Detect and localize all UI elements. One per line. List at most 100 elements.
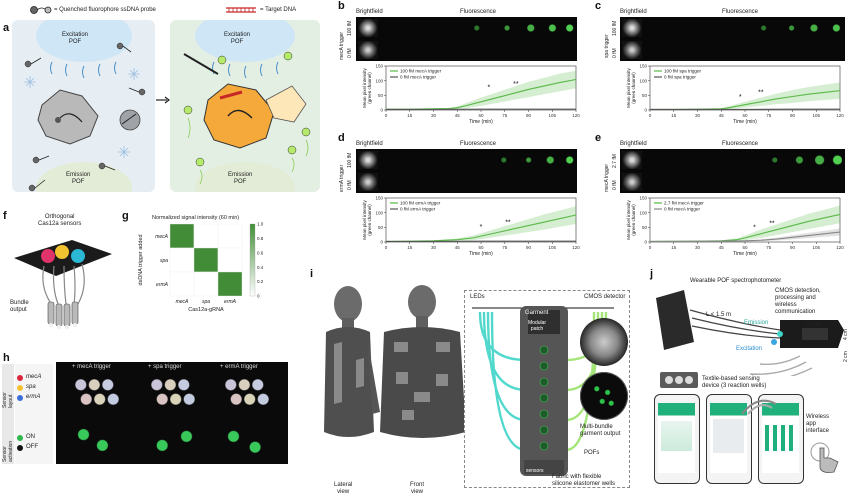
panel-h-side-layout: Sensor layout (2, 392, 14, 408)
x-tick-label: 60 (742, 113, 748, 118)
panel-j-title: Wearable POF spectrophotometer (690, 278, 782, 284)
heatmap-col-label: spa (202, 299, 210, 305)
heatmap-row-label: mecA (155, 234, 168, 240)
y-tick-label: 50 (378, 93, 384, 98)
panel-j-length-label: L < 1.5 m (706, 312, 731, 318)
panel-a-letter: a (3, 22, 10, 34)
panel-g-chart: Normalized signal intensity (60 min)mecA… (130, 212, 282, 342)
x-tick-label: 45 (455, 245, 461, 250)
legend-label: 2.7 fM mecA trigger (664, 201, 704, 206)
legend-label: 0 fM ermA trigger (400, 207, 436, 212)
panel-c-letter: c (595, 0, 602, 12)
x-tick-label: 105 (548, 113, 556, 118)
panel-h-col-2: + spa trigger (148, 364, 182, 370)
panel-a-left-bottom-pof: Emission POF (66, 172, 91, 185)
panel-i-lateral-label: Lateral view (334, 482, 353, 495)
legend-label: 100 fM ermA trigger (400, 201, 441, 206)
panel-i-bundle-image-2 (580, 372, 628, 420)
panel-j-emission-label: Emission (744, 320, 769, 326)
panel-h-side-bar (2, 364, 14, 464)
y-tick-label: 150 (639, 64, 647, 69)
x-tick-label: 30 (695, 245, 701, 250)
panel-i-sensors-label: sensors (526, 468, 544, 474)
colorbar-tick-label: 0.4 (257, 265, 264, 270)
x-tick-label: 105 (548, 245, 556, 250)
y-tick-label: 0 (644, 108, 647, 113)
panel-h-side-activation: Sensor activation (2, 440, 14, 462)
phone-1[interactable] (654, 394, 700, 484)
panel-j-dim-10cm: 10 cm (804, 322, 821, 328)
colorbar-tick-label: 0.6 (257, 250, 264, 255)
colorbar-tick-label: 1.0 (257, 222, 264, 227)
panel-c-brightfield-cell-2 (622, 41, 642, 59)
heatmap-cell (193, 247, 219, 273)
panel-c-fluor-spots (730, 21, 842, 35)
panel-c-fluorescence: Fluorescence (722, 9, 759, 15)
x-tick-label: 15 (671, 245, 677, 250)
panel-d-brightfield-cell (358, 151, 378, 169)
x-tick-label: 45 (719, 113, 725, 118)
x-tick-label: 15 (407, 245, 413, 250)
y-tick-label: 0 (644, 240, 647, 245)
legend-label: 100 fM spa trigger (664, 69, 701, 74)
colorbar (249, 223, 256, 297)
panel-i-bundle-image-1 (580, 318, 628, 366)
panel-j-dim-2cm: 2 cm (843, 351, 849, 362)
significance-marker: ** (769, 221, 775, 228)
significance-marker: ** (513, 81, 519, 88)
panel-h-col-1: + mecA trigger (72, 364, 111, 370)
x-tick-label: 75 (502, 113, 508, 118)
y-axis-label-line: (green channel) (367, 204, 372, 236)
panel-c-brightfield-cell (622, 19, 642, 37)
y-tick-label: 150 (375, 196, 383, 201)
panel-h-letter: h (3, 352, 10, 364)
x-axis-label: Time (min) (733, 119, 757, 124)
plot-frame (649, 197, 841, 243)
panel-a-arrow-icon (156, 96, 170, 104)
phone-3-bars (765, 425, 796, 451)
panel-d-brightfield-cell-2 (358, 173, 378, 191)
x-tick-label: 75 (766, 245, 772, 250)
panel-b-letter: b (338, 0, 345, 12)
panel-a-left-top-pof: Excitation POF (62, 32, 89, 45)
target-dna-icon (226, 7, 256, 13)
panel-d-fluor-spots (466, 153, 574, 167)
series-line (649, 231, 841, 242)
x-tick-label: 45 (455, 113, 461, 118)
legend-off: OFF (17, 444, 38, 451)
panel-b-fluorescence: Fluorescence (460, 9, 497, 15)
panel-f-illustration (14, 240, 112, 329)
y-axis-label: Mean pixel intensity(green channel) (626, 67, 636, 107)
y-axis-label-line: (green channel) (631, 72, 636, 104)
panel-h-layout-1 (70, 374, 124, 410)
panel-b-brightfield-cell (358, 19, 378, 37)
panel-j-textile-swatch (660, 372, 698, 388)
panel-h-activation-3 (220, 422, 274, 458)
panel-e-gene: mecA trigger (604, 163, 610, 192)
panel-j-wireless-label: Wireless app interface (806, 414, 830, 434)
y-tick-label: 50 (642, 225, 648, 230)
panel-b-image-strip (356, 17, 577, 61)
x-tick-label: 60 (478, 245, 484, 250)
panel-c-brightfield: Brightfield (620, 9, 647, 15)
panel-i-modular-label: Modular patch (528, 320, 547, 332)
x-tick-label: 60 (742, 245, 748, 250)
rotate-icon (363, 372, 373, 377)
panel-c-row-top: 100 fM (612, 20, 618, 36)
panel-g-letter: g (122, 210, 129, 222)
phone-3[interactable] (758, 394, 804, 484)
panel-f-letter: f (3, 210, 7, 222)
phone-2[interactable] (706, 394, 752, 484)
significance-marker: * (480, 224, 483, 231)
legend-on: ON (17, 434, 35, 441)
heatmap-row-label: spa (160, 258, 168, 264)
y-tick-label: 50 (378, 225, 384, 230)
x-tick-label: 30 (695, 113, 701, 118)
y-axis-label-line: Mean pixel intensity (362, 199, 367, 239)
top-legend: = Quenched fluorophore ssDNA probe = Tar… (30, 4, 330, 18)
y-tick-label: 100 (375, 78, 383, 83)
